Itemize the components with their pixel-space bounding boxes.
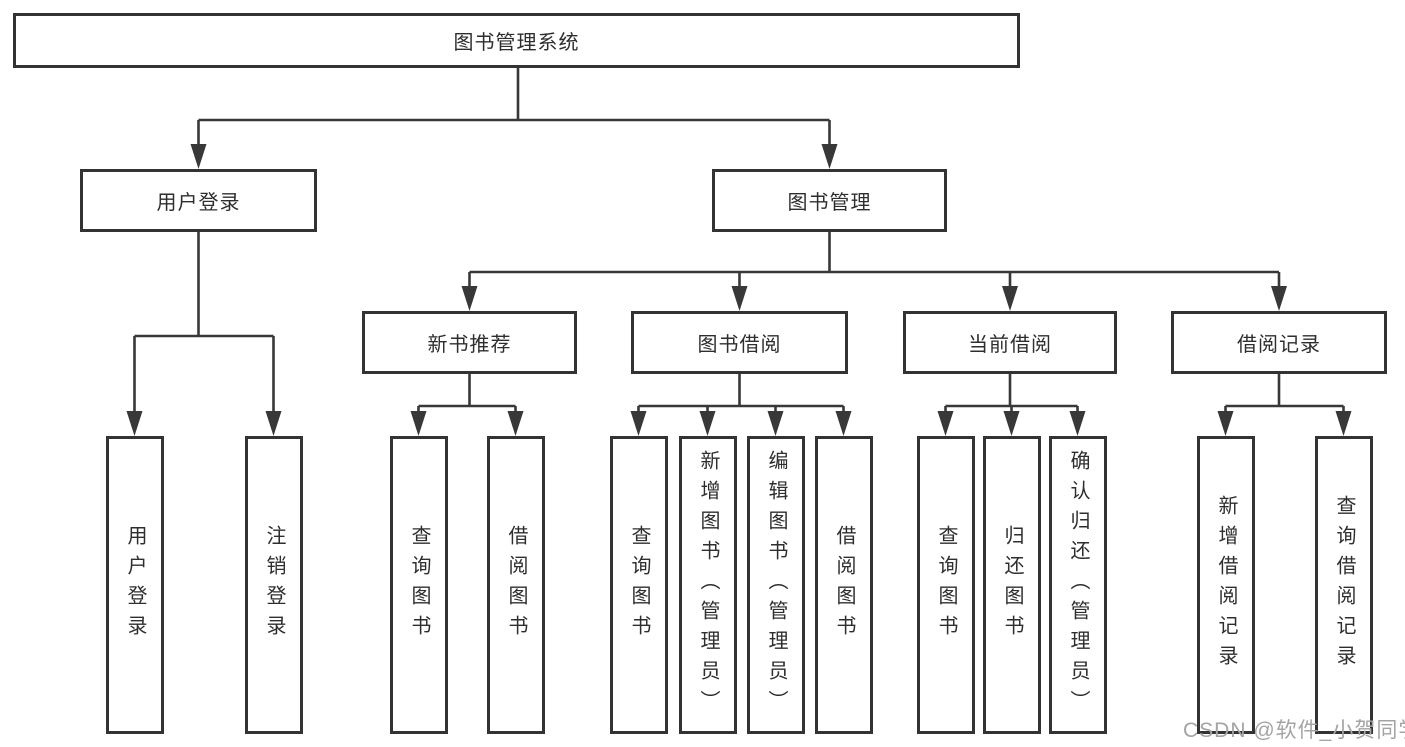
arrowhead-icon bbox=[1217, 411, 1234, 436]
arrowhead-icon bbox=[126, 411, 143, 436]
connector-newbook-to-leaves bbox=[417, 374, 517, 413]
node-root-label: 图书管理系统 bbox=[453, 32, 580, 54]
connector-borrowrecord-to-leaves bbox=[1224, 374, 1345, 413]
connector-line bbox=[637, 374, 845, 413]
connector-line bbox=[417, 374, 517, 413]
connector-line bbox=[197, 68, 831, 146]
node-new-book-recommend: 新书推荐 bbox=[362, 311, 577, 374]
leaf-label: 查询图书 bbox=[935, 525, 957, 645]
leaf-label: 借阅图书 bbox=[505, 525, 527, 645]
leaf-label: 注销登录 bbox=[263, 525, 285, 645]
arrowhead-icon bbox=[1335, 411, 1352, 436]
leaf-query-borrow-record: 查询借阅记录 bbox=[1315, 436, 1373, 734]
node-book-borrow: 图书借阅 bbox=[631, 311, 848, 374]
arrowhead-icon bbox=[507, 411, 524, 436]
connector-root-to-level2 bbox=[197, 68, 831, 146]
leaf-add-books-admin: 新增图书（管理员） bbox=[679, 436, 737, 734]
node-user-login: 用户登录 bbox=[80, 169, 317, 232]
leaf-borrow-books-recommend: 借阅图书 bbox=[487, 436, 545, 734]
leaf-label: 新增图书（管理员） bbox=[697, 450, 719, 720]
node-borrow-records: 借阅记录 bbox=[1171, 311, 1387, 374]
leaf-borrow-books: 借阅图书 bbox=[815, 436, 873, 734]
leaf-edit-books-admin: 编辑图书（管理员） bbox=[747, 436, 805, 734]
leaf-query-books-borrow: 查询图书 bbox=[610, 436, 668, 734]
node-borrow-records-label: 借阅记录 bbox=[1237, 334, 1321, 356]
arrowhead-icon bbox=[410, 411, 427, 436]
leaf-confirm-return-admin: 确认归还（管理员） bbox=[1049, 436, 1107, 734]
connector-line bbox=[944, 374, 1079, 413]
arrowhead-icon bbox=[731, 286, 748, 311]
leaf-label: 查询图书 bbox=[628, 525, 650, 645]
leaf-label: 新增借阅记录 bbox=[1215, 495, 1237, 675]
leaf-label: 查询借阅记录 bbox=[1333, 495, 1355, 675]
connector-bookborrow-to-leaves bbox=[637, 374, 845, 413]
leaf-return-books: 归还图书 bbox=[983, 436, 1041, 734]
arrowhead-icon bbox=[461, 286, 478, 311]
leaf-query-books-current: 查询图书 bbox=[917, 436, 975, 734]
node-root: 图书管理系统 bbox=[13, 13, 1020, 68]
node-user-login-label: 用户登录 bbox=[156, 192, 241, 214]
connector-currentborrow-to-leaves bbox=[944, 374, 1079, 413]
node-current-borrow-label: 当前借阅 bbox=[968, 334, 1052, 356]
leaf-label: 归还图书 bbox=[1001, 525, 1023, 645]
arrowhead-icon bbox=[821, 144, 838, 169]
node-book-management-label: 图书管理 bbox=[787, 192, 872, 214]
connector-line bbox=[133, 232, 275, 413]
connector-line bbox=[1224, 374, 1345, 413]
connector-bookmgmt-to-level3 bbox=[468, 232, 1281, 288]
node-current-borrow: 当前借阅 bbox=[903, 311, 1117, 374]
leaf-label: 确认归还（管理员） bbox=[1067, 450, 1089, 720]
arrowhead-icon bbox=[1002, 286, 1018, 311]
connector-line bbox=[468, 232, 1281, 288]
leaf-label: 查询图书 bbox=[408, 525, 430, 645]
node-book-management: 图书管理 bbox=[712, 169, 947, 232]
arrowhead-icon bbox=[190, 144, 207, 169]
leaf-label: 用户登录 bbox=[124, 525, 146, 645]
csdn-watermark: CSDN @软件_小贺同学 bbox=[1183, 719, 1405, 742]
arrowhead-icon bbox=[1271, 286, 1287, 311]
leaf-query-books-recommend: 查询图书 bbox=[390, 436, 448, 734]
leaf-label: 借阅图书 bbox=[833, 525, 855, 645]
arrowhead-icon bbox=[699, 411, 716, 436]
node-new-book-recommend-label: 新书推荐 bbox=[427, 334, 512, 356]
leaf-label: 编辑图书（管理员） bbox=[765, 450, 787, 720]
connector-userlogin-to-leaves bbox=[133, 232, 275, 413]
arrowhead-icon bbox=[767, 411, 784, 436]
arrowhead-icon bbox=[1069, 411, 1086, 436]
leaf-user-login: 用户登录 bbox=[106, 436, 164, 734]
arrowhead-icon bbox=[937, 411, 954, 436]
leaf-logout: 注销登录 bbox=[245, 436, 303, 734]
arrowhead-icon bbox=[835, 411, 852, 436]
arrowhead-icon bbox=[1003, 411, 1020, 436]
arrowhead-icon bbox=[630, 411, 647, 436]
leaf-add-borrow-record: 新增借阅记录 bbox=[1197, 436, 1255, 734]
arrowhead-icon bbox=[265, 411, 282, 436]
node-book-borrow-label: 图书借阅 bbox=[697, 334, 782, 356]
